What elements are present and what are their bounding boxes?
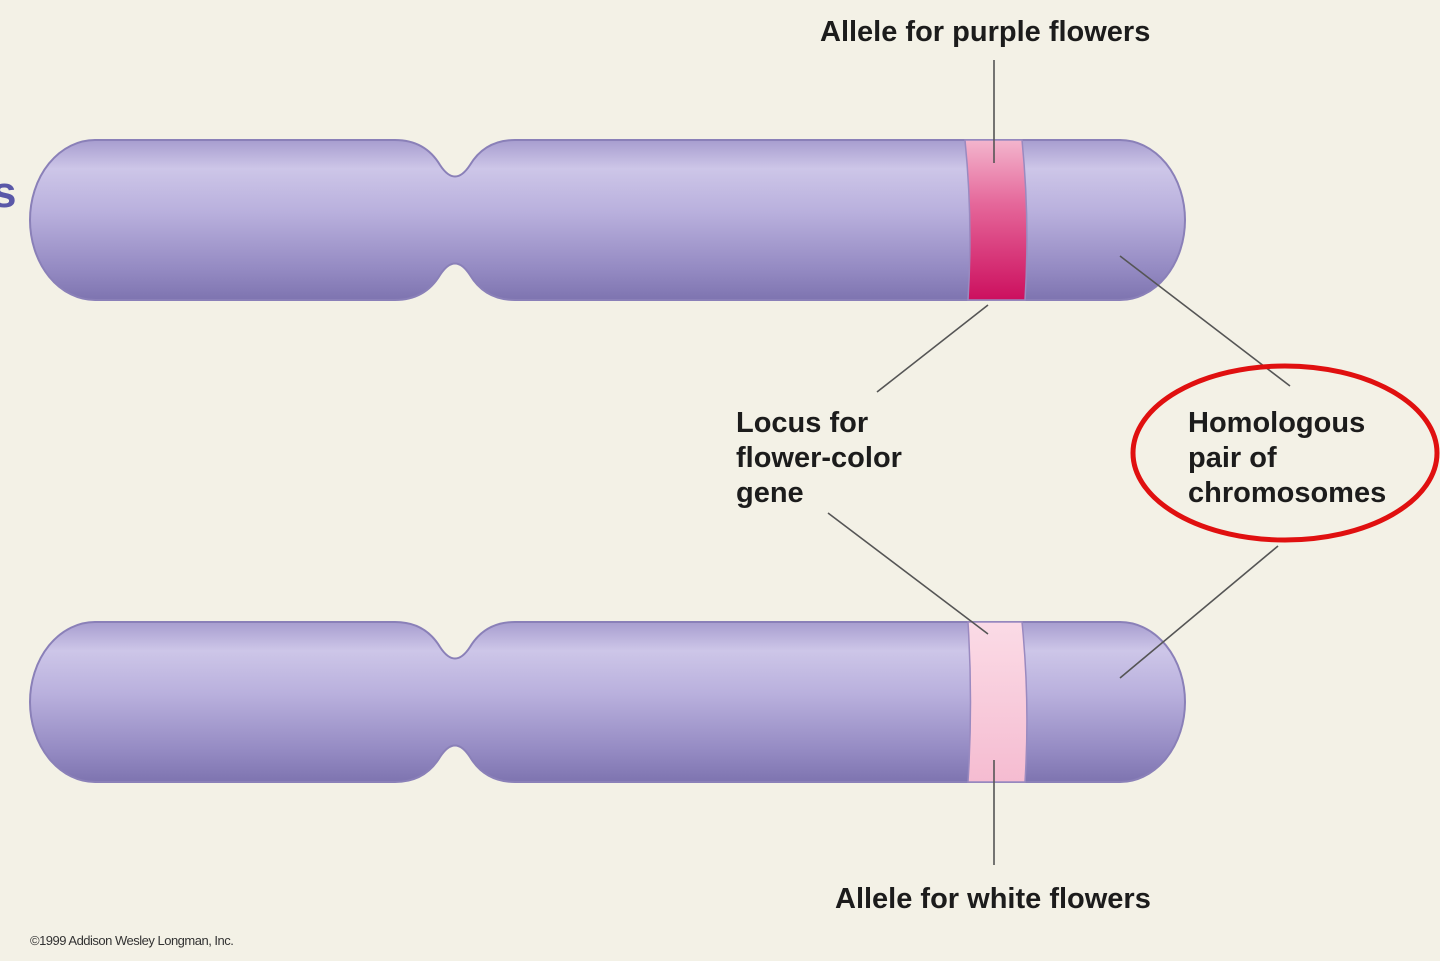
chromosome-bottom	[29, 621, 1186, 783]
allele-white-band	[967, 621, 1028, 783]
partial-text-fragment: s	[0, 168, 17, 217]
label-locus: Locus for flower-color gene	[736, 406, 902, 511]
highlight-circle	[1130, 363, 1440, 543]
copyright-notice: ©1999 Addison Wesley Longman, Inc.	[30, 933, 234, 948]
label-allele-white: Allele for white flowers	[835, 883, 1151, 915]
leader-homolog-bottom	[1119, 545, 1279, 679]
label-homologous-line-3: chromosomes	[1188, 477, 1387, 509]
chromosome-top	[29, 139, 1186, 301]
leader-locus-bottom	[827, 512, 989, 635]
chromosome-bottom-body	[29, 621, 1186, 783]
label-locus-line-2: flower-color	[736, 442, 902, 474]
chromosome-top-body	[29, 139, 1186, 301]
leader-homolog-top	[1119, 255, 1291, 387]
label-locus-line-3: gene	[736, 477, 804, 509]
label-allele-purple: Allele for purple flowers	[820, 16, 1151, 48]
leader-locus-top	[876, 304, 989, 393]
label-homologous-line-1: Homologous	[1188, 407, 1366, 439]
allele-purple-band	[964, 139, 1028, 301]
label-homologous-pair: Homologous pair of chromosomes	[1188, 406, 1386, 511]
label-locus-line-1: Locus for	[736, 407, 869, 439]
label-homologous-line-2: pair of	[1188, 442, 1277, 474]
